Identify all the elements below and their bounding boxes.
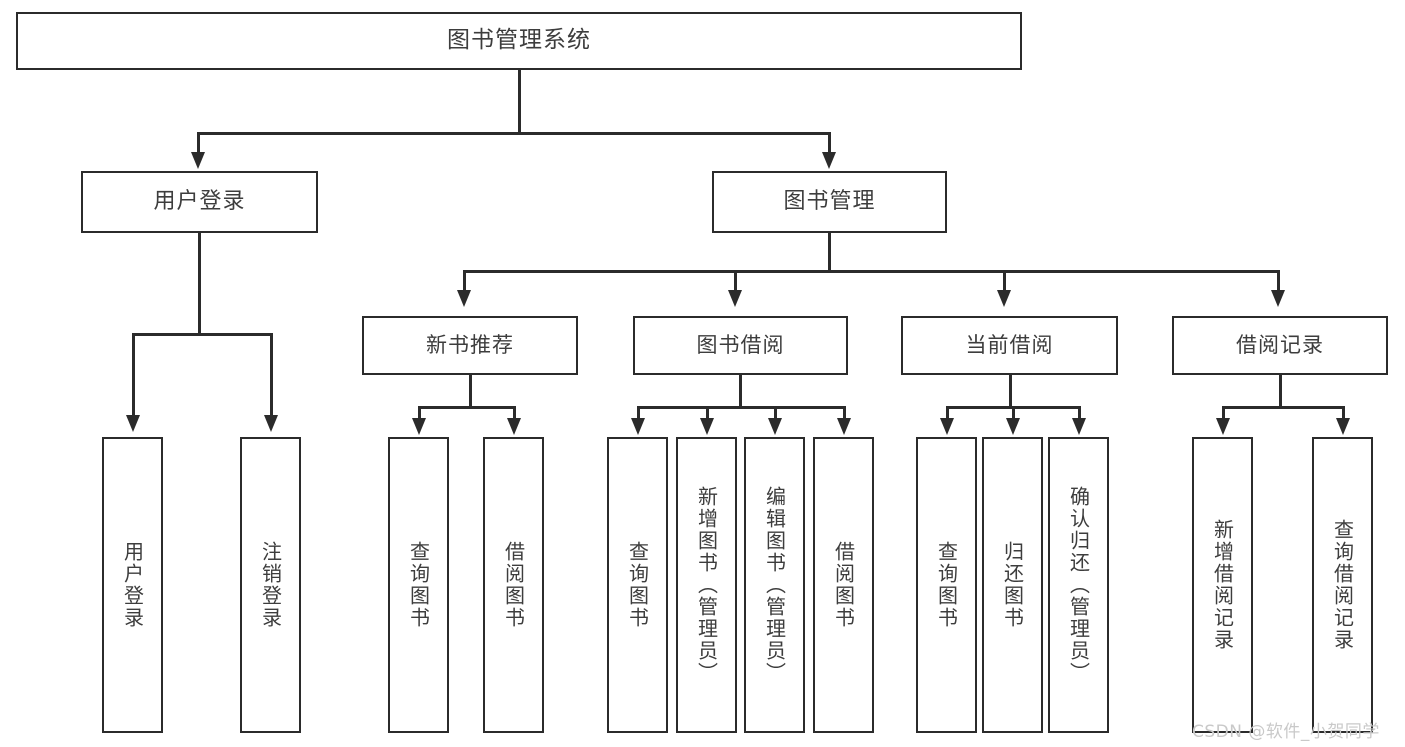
arrowhead-bb-leaf-1	[631, 418, 645, 435]
leaf-new-book-borrow-book[interactable]: 借阅图书	[483, 437, 544, 733]
leaf-user-login-logout[interactable]: 注销登录	[240, 437, 301, 733]
edge-bm-to-new-book	[463, 270, 466, 292]
arrowhead-bb-leaf-2	[700, 418, 714, 435]
node-book-management-label: 图书管理	[783, 189, 876, 215]
edge-br-to-leaf-1	[1222, 406, 1225, 420]
leaf-borrow-record-add-record[interactable]: 新增借阅记录	[1192, 437, 1253, 733]
leaf-label: 借阅图书	[831, 541, 856, 629]
edge-bm-to-book-borrow	[734, 270, 737, 292]
leaf-label: 新增借阅记录	[1210, 519, 1235, 651]
node-root-book-management-system[interactable]: 图书管理系统	[16, 12, 1022, 70]
node-book-management[interactable]: 图书管理	[712, 171, 947, 233]
leaf-label: 查询图书	[934, 541, 959, 629]
watermark-text: CSDN @软件_小贺同学	[1192, 722, 1380, 742]
leaf-label: 新增图书（管理员）	[694, 486, 719, 684]
edge-user-login-bus	[133, 333, 273, 336]
edge-bm-to-borrow-record	[1277, 270, 1280, 292]
node-borrow-record-label: 借阅记录	[1236, 333, 1324, 358]
edge-nb-to-leaf-2	[513, 406, 516, 420]
edge-bb-to-leaf-4	[843, 406, 846, 420]
arrowhead-cb-leaf-1	[940, 418, 954, 435]
leaf-label: 查询图书	[406, 541, 431, 629]
edge-book-borrow-stem	[739, 375, 742, 408]
edge-cb-to-leaf-1	[946, 406, 949, 420]
arrowhead-user-login-leaf-1	[126, 415, 140, 432]
node-new-book-recommend-label: 新书推荐	[426, 333, 514, 358]
leaf-user-login-login[interactable]: 用户登录	[102, 437, 163, 733]
edge-borrow-record-stem	[1279, 375, 1282, 408]
edge-user-login-to-leaf-2	[270, 333, 273, 417]
edge-bb-to-leaf-3	[774, 406, 777, 420]
leaf-label: 查询借阅记录	[1330, 519, 1355, 651]
arrowhead-br-leaf-2	[1336, 418, 1350, 435]
leaf-label: 用户登录	[120, 541, 145, 629]
leaf-label: 注销登录	[258, 541, 283, 629]
leaf-book-borrow-query-book[interactable]: 查询图书	[607, 437, 668, 733]
leaf-new-book-query-book[interactable]: 查询图书	[388, 437, 449, 733]
edge-borrow-record-bus	[1223, 406, 1344, 409]
edge-cb-to-leaf-3	[1078, 406, 1081, 420]
edge-bb-to-leaf-1	[637, 406, 640, 420]
leaf-current-borrow-query-book[interactable]: 查询图书	[916, 437, 977, 733]
edge-book-management-stem	[828, 233, 831, 273]
arrowhead-nb-leaf-1	[412, 418, 426, 435]
edge-root-to-book-manage	[828, 132, 831, 154]
edge-root-bus	[198, 132, 831, 135]
edge-root-to-user-login	[197, 132, 200, 154]
leaf-label: 确认归还（管理员）	[1066, 486, 1091, 684]
edge-br-to-leaf-2	[1342, 406, 1345, 420]
edge-cb-to-leaf-2	[1012, 406, 1015, 420]
edge-book-management-bus	[464, 270, 1280, 273]
node-root-label: 图书管理系统	[447, 27, 591, 54]
node-book-borrow-label: 图书借阅	[696, 333, 785, 358]
edge-bm-to-current-borrow	[1003, 270, 1006, 292]
leaf-book-borrow-borrow-book[interactable]: 借阅图书	[813, 437, 874, 733]
edge-current-borrow-stem	[1009, 375, 1012, 408]
arrowhead-book-borrow	[728, 290, 742, 307]
leaf-borrow-record-query-record[interactable]: 查询借阅记录	[1312, 437, 1373, 733]
arrowhead-cb-leaf-3	[1072, 418, 1086, 435]
leaf-label: 编辑图书（管理员）	[762, 486, 787, 684]
arrowhead-bb-leaf-3	[768, 418, 782, 435]
arrowhead-user-login-leaf-2	[264, 415, 278, 432]
edge-root-stem	[518, 70, 521, 134]
node-user-login[interactable]: 用户登录	[81, 171, 318, 233]
arrowhead-user-login	[191, 152, 205, 169]
node-book-borrow[interactable]: 图书借阅	[633, 316, 848, 375]
node-current-borrow[interactable]: 当前借阅	[901, 316, 1118, 375]
arrowhead-current-borrow	[997, 290, 1011, 307]
edge-nb-to-leaf-1	[418, 406, 421, 420]
edge-user-login-to-leaf-1	[132, 333, 135, 417]
leaf-label: 借阅图书	[501, 541, 526, 629]
arrowhead-new-book	[457, 290, 471, 307]
edge-book-borrow-bus	[638, 406, 845, 409]
edge-new-book-bus	[419, 406, 515, 409]
node-current-borrow-label: 当前借阅	[965, 333, 1054, 358]
leaf-book-borrow-edit-book-admin[interactable]: 编辑图书（管理员）	[744, 437, 805, 733]
edge-bb-to-leaf-2	[706, 406, 709, 420]
arrowhead-book-manage	[822, 152, 836, 169]
arrowhead-cb-leaf-2	[1006, 418, 1020, 435]
leaf-book-borrow-add-book-admin[interactable]: 新增图书（管理员）	[676, 437, 737, 733]
node-new-book-recommend[interactable]: 新书推荐	[362, 316, 578, 375]
node-user-login-label: 用户登录	[153, 189, 246, 215]
leaf-label: 查询图书	[625, 541, 650, 629]
edge-user-login-stem	[198, 233, 201, 335]
node-borrow-record[interactable]: 借阅记录	[1172, 316, 1388, 375]
arrowhead-br-leaf-1	[1216, 418, 1230, 435]
arrowhead-bb-leaf-4	[837, 418, 851, 435]
edge-new-book-stem	[469, 375, 472, 408]
leaf-current-borrow-confirm-return-admin[interactable]: 确认归还（管理员）	[1048, 437, 1109, 733]
arrowhead-nb-leaf-2	[507, 418, 521, 435]
arrowhead-borrow-record	[1271, 290, 1285, 307]
leaf-current-borrow-return-book[interactable]: 归还图书	[982, 437, 1043, 733]
leaf-label: 归还图书	[1000, 541, 1025, 629]
